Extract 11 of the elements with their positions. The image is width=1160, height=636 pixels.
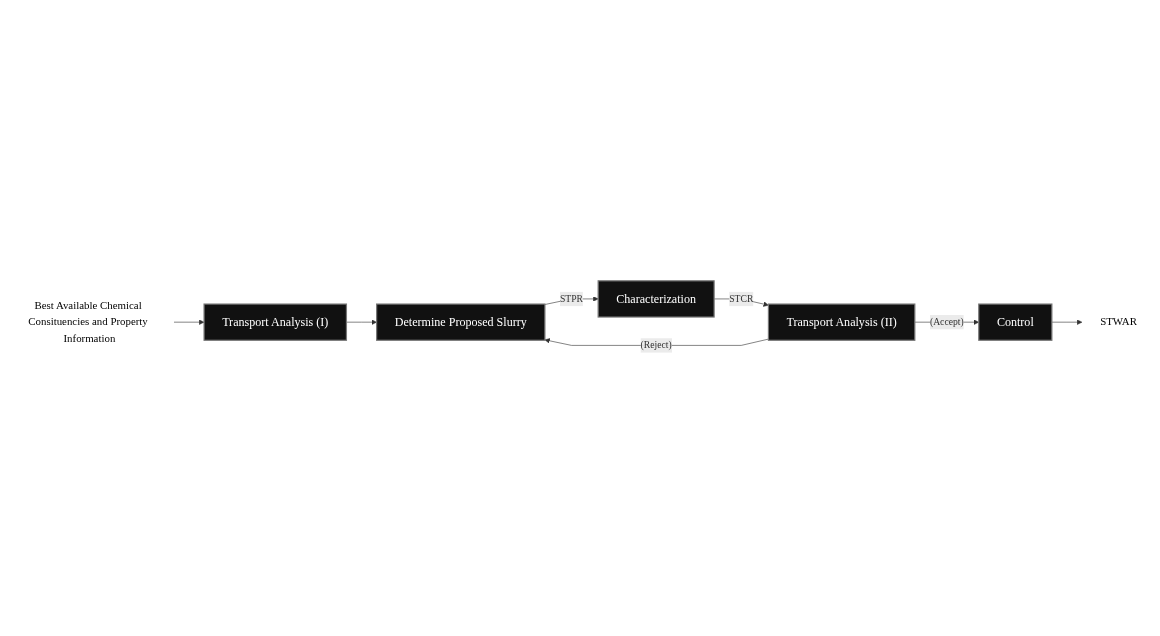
edge-label: STCR: [729, 293, 754, 304]
node-box: Control: [978, 303, 1053, 341]
node-box: Characterization: [597, 279, 715, 318]
node-box: Transport Analysis (I): [203, 303, 348, 341]
node-text: STWAR: [1100, 315, 1137, 328]
node-text: Best Available Chemical Consituencies and Property Information: [28, 299, 148, 344]
edge-label: STPR: [559, 293, 584, 304]
node-box: Transport Analysis (II): [767, 303, 916, 341]
node-box: Determine Proposed Slurry: [376, 303, 546, 341]
edge-label: (Reject): [640, 339, 672, 350]
edge-label: (Accept): [929, 316, 964, 327]
